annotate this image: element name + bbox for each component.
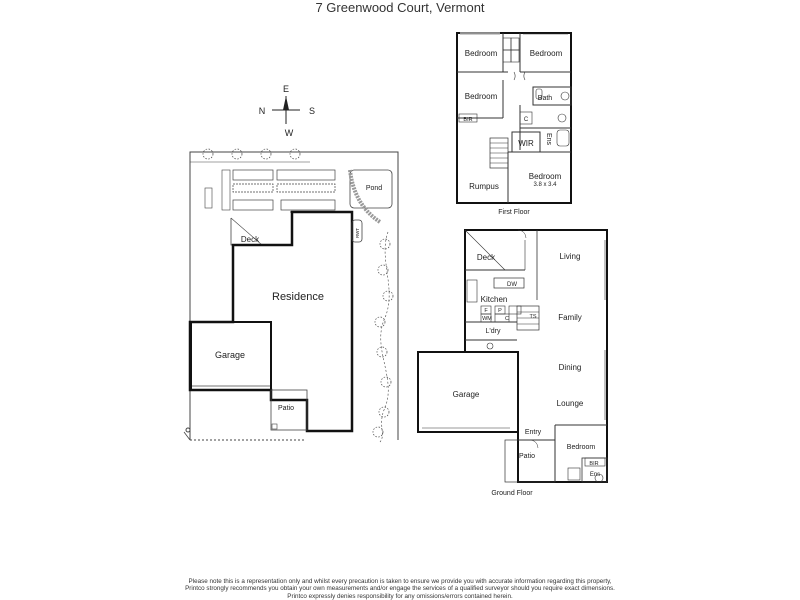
gf-ldry-label: L'dry	[486, 328, 501, 335]
ff-bath-label: Bath	[538, 95, 553, 102]
gf-garage-label: Garage	[453, 390, 480, 399]
ground-floor-plan	[417, 229, 608, 483]
gf-patio-label: Patio	[519, 453, 535, 460]
site-patio-label: Patio	[278, 405, 294, 412]
site-tree	[260, 148, 272, 160]
site-pond-label: Pond	[366, 185, 382, 192]
disclaimer-line: Please note this is a representation onl…	[188, 578, 612, 585]
gf-ts-label: TS	[529, 314, 536, 320]
disclaimer: Please note this is a representation onl…	[0, 578, 800, 600]
ff-bedroom-1-label: Bedroom	[465, 49, 498, 58]
compass-n-label: N	[259, 106, 266, 116]
site-garage-label: Garage	[215, 350, 245, 360]
site-tree	[231, 148, 243, 160]
ff-bedroom-4-size: 3.8 x 3.4	[533, 182, 557, 188]
gf-dw-label: DW	[507, 282, 517, 288]
ff-bedroom-2-label: Bedroom	[530, 49, 563, 58]
compass-s-label: S	[309, 106, 315, 116]
ff-ens-label: Ens	[545, 133, 552, 146]
ff-bedroom-3-label: Bedroom	[465, 92, 498, 101]
gf-family-label: Family	[558, 313, 582, 322]
ff-wir-label: WIR	[518, 139, 534, 148]
compass-w-label: W	[285, 128, 294, 138]
site-plan	[183, 148, 399, 443]
gf-wm-label: WM	[482, 316, 492, 322]
ff-rumpus-label: Rumpus	[469, 182, 499, 191]
site-pond	[349, 169, 393, 209]
gf-deck-label: Deck	[477, 253, 496, 262]
ff-floor-label: First Floor	[498, 209, 530, 216]
gf-bir-label: BIR	[589, 461, 598, 467]
site-garage	[190, 321, 272, 391]
site-rwt-label: RWT	[355, 228, 360, 238]
site-rwt	[351, 219, 363, 243]
disclaimer-line: Printco expressly denies responsibility …	[287, 592, 513, 600]
gf-dining-label: Dining	[559, 363, 582, 372]
ff-c-label: C	[524, 117, 529, 123]
ff-bedroom-4-label: Bedroom	[529, 172, 562, 181]
gf-lounge-label: Lounge	[557, 399, 584, 408]
page-title: 7 Greenwood Court, Vermont	[315, 0, 485, 15]
site-boundary	[189, 151, 399, 440]
site-deck-label: Deck	[241, 235, 260, 244]
gf-bedroom-label: Bedroom	[567, 444, 596, 451]
site-tree	[289, 148, 301, 160]
site-residence-label: Residence	[272, 291, 324, 303]
first-floor-plan	[456, 32, 572, 204]
disclaimer-line: Printco strongly recommends you obtain y…	[185, 585, 615, 593]
gf-floor-label: Ground Floor	[491, 490, 533, 497]
gf-entry-label: Entry	[525, 429, 542, 436]
gf-living-label: Living	[560, 252, 581, 261]
compass: E N S W	[259, 84, 315, 138]
gf-c-label: C	[505, 316, 509, 322]
site-patio	[270, 389, 308, 431]
gf-p-label: P	[498, 308, 502, 314]
gf-ens-label: Ens	[590, 472, 600, 478]
ff-bir-label: BIR	[463, 117, 472, 123]
compass-e-label: E	[283, 84, 289, 94]
gf-kitchen-label: Kitchen	[481, 295, 508, 304]
gf-f-label: F	[484, 308, 488, 314]
site-tree	[202, 148, 214, 160]
